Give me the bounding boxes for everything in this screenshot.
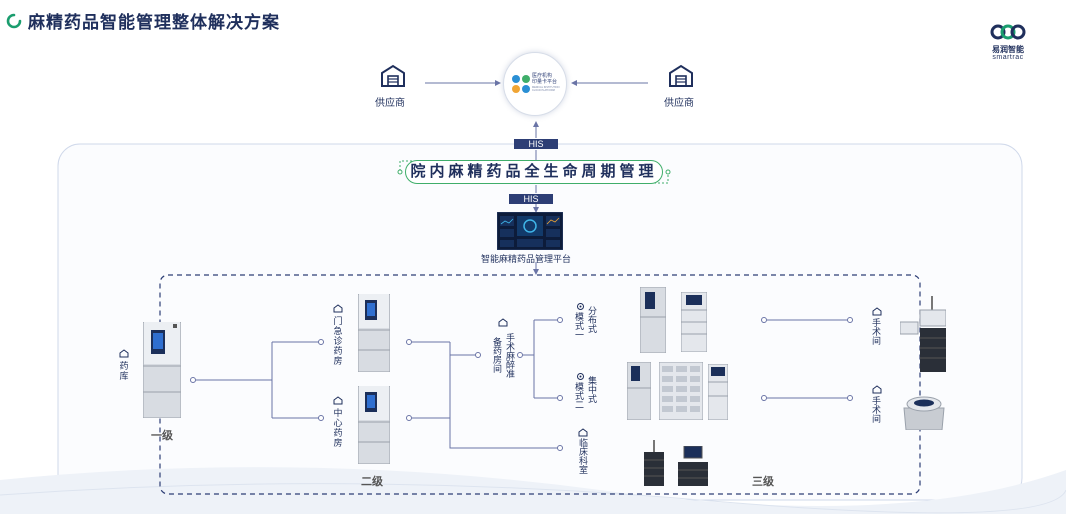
mode1-type: 分布式 bbox=[587, 306, 597, 333]
building-icon bbox=[578, 428, 588, 437]
anesthesia-label: 手术麻醉准备药房间 bbox=[490, 330, 516, 380]
title-swirl-icon bbox=[6, 13, 22, 28]
platform-logo-icon bbox=[512, 75, 530, 93]
building-icon bbox=[333, 304, 343, 313]
drug-cabinet-icon bbox=[627, 362, 651, 420]
lifecycle-title: 院内麻精药品全生命周期管理 bbox=[405, 160, 663, 184]
dispensing-cart-icon bbox=[708, 364, 728, 420]
outpatient-label-text: 门急诊药房 bbox=[333, 316, 343, 366]
mode2-type: 集中式 bbox=[587, 376, 597, 403]
dispensing-cart-icon bbox=[681, 292, 707, 352]
supplier-left-label: 供应商 bbox=[375, 98, 405, 109]
clinical-label: 临床科室 bbox=[578, 438, 588, 474]
brand-mark-icon bbox=[990, 24, 1026, 40]
building-icon bbox=[333, 396, 343, 405]
gear-icon bbox=[577, 373, 584, 380]
building-icon bbox=[872, 307, 882, 316]
supplier-right-label: 供应商 bbox=[664, 98, 694, 109]
brand-name-cn: 易润智能 bbox=[992, 45, 1024, 54]
level-one-label: 一级 bbox=[151, 430, 173, 442]
pharmacy-label: 药库 bbox=[119, 361, 129, 381]
level-two-label: 二级 bbox=[361, 476, 383, 488]
building-icon bbox=[872, 385, 882, 394]
operating-room-label-2: 手术间 bbox=[871, 396, 881, 423]
mode1-label: 模式一 bbox=[574, 312, 584, 339]
central-label: 中心药房 bbox=[333, 408, 343, 448]
level-three-label: 三级 bbox=[752, 476, 774, 488]
operating-room-label-1: 手术间 bbox=[871, 318, 881, 345]
brand-name-en: smartrac bbox=[992, 54, 1024, 61]
drug-cabinet-icon bbox=[640, 287, 666, 353]
building-icon bbox=[119, 349, 129, 358]
medicine-trolley-icon bbox=[644, 440, 664, 486]
anesthesia-label-text: 手术麻醉准备药房间 bbox=[492, 332, 515, 378]
platform-name-4: CLOUD PLATFORM bbox=[532, 89, 555, 92]
his-badge-top: HIS bbox=[514, 139, 558, 149]
his-badge-mid: HIS bbox=[509, 194, 553, 204]
platform-name-3: MEDICAL INSTITUTION bbox=[532, 86, 560, 89]
pharmacy-label-text: 药库 bbox=[119, 361, 129, 381]
medicine-trolley-icon bbox=[678, 446, 708, 486]
platform-name-1: 医疗机构 bbox=[532, 73, 553, 79]
outpatient-label: 门急诊药房 bbox=[333, 316, 343, 366]
gear-icon bbox=[577, 303, 584, 310]
warehouse-icon bbox=[669, 64, 693, 87]
drug-cabinet-icon bbox=[143, 322, 181, 418]
medical-platform-badge: 医疗机构 印量卡平台 MEDICAL INSTITUTION CLOUD PLA… bbox=[503, 52, 567, 116]
mgmt-platform-label: 智能麻精药品管理平台 bbox=[481, 254, 572, 264]
storage-rack-icon bbox=[659, 362, 703, 420]
anesthesia-cart-icon bbox=[900, 296, 946, 372]
dashboard-monitor-icon bbox=[497, 212, 563, 250]
brand-logo: 易润智能 smartrac bbox=[984, 24, 1032, 62]
drug-cabinet-icon bbox=[358, 386, 390, 464]
drug-cabinet-icon bbox=[358, 294, 390, 372]
platform-name-2: 印量卡平台 bbox=[532, 79, 558, 85]
warehouse-icon bbox=[381, 64, 405, 87]
header: 麻精药品智能管理整体解决方案 bbox=[6, 8, 280, 33]
smart-tray-icon bbox=[903, 396, 945, 430]
central-label-text: 中心药房 bbox=[333, 408, 343, 448]
page-title: 麻精药品智能管理整体解决方案 bbox=[28, 13, 280, 32]
building-icon bbox=[498, 318, 508, 327]
mode2-label: 模式二 bbox=[574, 382, 584, 409]
